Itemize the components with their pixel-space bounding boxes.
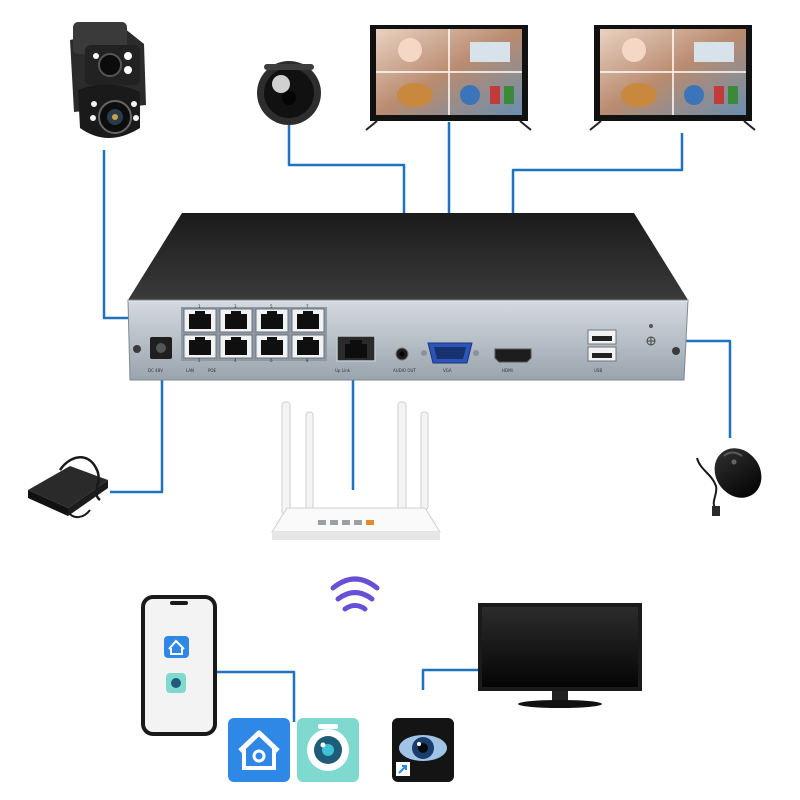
wire-power-to-dc — [110, 352, 164, 494]
vga-port-label: VGA — [443, 368, 452, 373]
poe-port-number: 1 — [198, 304, 201, 309]
dome-camera-icon — [257, 61, 321, 125]
nvr-recorder-icon: DC 48V 1 3 5 7 2 4 6 8 LAN POE Up Link AUDIO OU… — [127, 213, 689, 381]
uplink-port: Up Link — [335, 335, 376, 373]
dc-port-label: DC 48V — [148, 368, 163, 373]
screw-icon — [133, 345, 141, 353]
home-security-app-icon — [228, 718, 290, 782]
lan-port-label: LAN — [186, 368, 194, 373]
poe-port — [255, 334, 289, 359]
audio-out-port: AUDIO OUT — [393, 347, 416, 373]
poe-port-number: 4 — [234, 358, 237, 363]
usb-port-group: USB — [587, 329, 617, 373]
poe-port-number: 7 — [306, 304, 309, 309]
poe-port — [219, 334, 253, 359]
poe-port-number: 5 — [270, 304, 273, 309]
poe-port-label: POE — [208, 368, 217, 373]
mouse-icon — [696, 448, 762, 516]
monitor-icon — [365, 25, 532, 131]
wifi-signal-icon — [330, 576, 380, 612]
poe-port-number: 3 — [234, 304, 237, 309]
audio-port-label: AUDIO OUT — [393, 368, 416, 373]
poe-port-group: 1 3 5 7 2 4 6 8 LAN POE — [181, 304, 327, 373]
poe-port — [291, 308, 325, 333]
smartphone-icon — [141, 595, 217, 736]
usb-port-label: USB — [594, 368, 602, 373]
poe-port — [255, 308, 289, 333]
hdmi-port-label: HDMI — [502, 368, 513, 373]
ground-icon — [646, 336, 656, 346]
uplink-port-label: Up Link — [335, 368, 351, 373]
poe-port — [183, 334, 217, 359]
poe-port-number: 6 — [270, 358, 273, 363]
vga-port: VGA — [421, 342, 479, 373]
poe-port — [291, 334, 325, 359]
poe-port-number: 8 — [306, 358, 309, 363]
wire-phone-to-app — [215, 670, 296, 722]
monitor-icon — [589, 25, 756, 131]
camera-app-icon — [297, 718, 359, 782]
desktop-monitor-icon — [478, 603, 642, 708]
hdmi-port: HDMI — [494, 348, 532, 373]
wifi-router-icon — [271, 401, 441, 540]
poe-port-number: 2 — [198, 358, 201, 363]
wire-client-to-monitor — [421, 668, 478, 690]
ptz-camera-icon — [70, 22, 146, 138]
screw-icon — [672, 347, 680, 355]
eye-client-app-icon — [392, 718, 454, 782]
poe-port — [219, 308, 253, 333]
poe-port — [183, 308, 217, 333]
led-indicator — [649, 324, 653, 328]
power-adapter-icon — [28, 456, 108, 518]
